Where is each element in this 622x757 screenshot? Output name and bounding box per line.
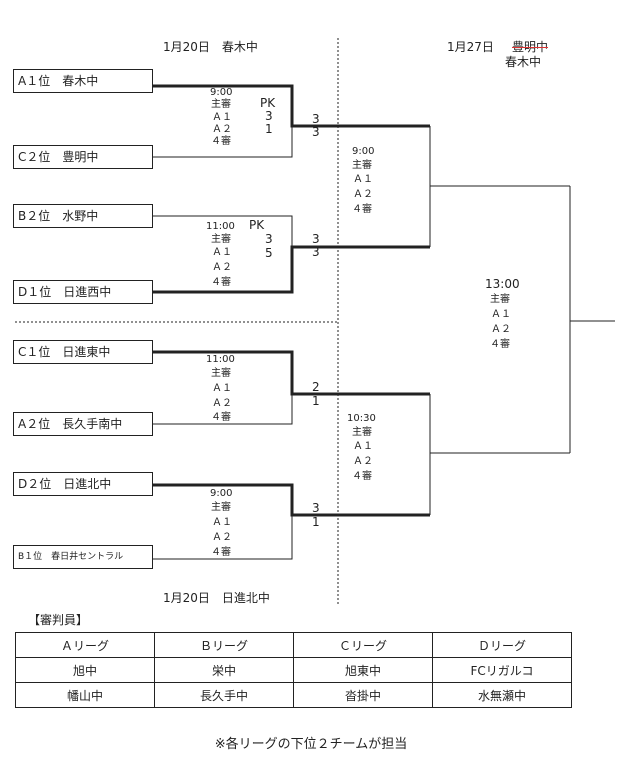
m2-score-d1: 3 xyxy=(312,245,320,259)
table-cell: 沓掛中 xyxy=(293,682,433,708)
table-cell: 水無瀬中 xyxy=(432,682,572,708)
m1-pk-a1: 3 xyxy=(265,109,273,123)
semi1-ref-a1: Ａ１ xyxy=(353,174,373,185)
m2-loser-line xyxy=(153,215,293,247)
team-d2: D２位 日進北中 xyxy=(13,472,153,496)
table-cell: 長久手中 xyxy=(154,682,294,708)
m1-ref-main: 主審 xyxy=(211,97,231,110)
table-cell: 旭中 xyxy=(15,657,155,683)
m3-ref-a2: Ａ２ xyxy=(212,398,232,409)
header-right-top-struck-venue: 豊明中 xyxy=(512,40,549,54)
header-left-top: 1月20日 春木中 xyxy=(163,40,258,54)
team-c1: C１位 日進東中 xyxy=(13,340,153,364)
footnote: ※各リーグの下位２チームが担当 xyxy=(214,737,408,752)
semi2-time: 10:30 xyxy=(347,413,376,424)
m1-ref-a2: Ａ２ xyxy=(212,124,232,135)
semi1-time: 9:00 xyxy=(352,146,374,157)
referees-table: Ａリーグ Ｂリーグ Ｃリーグ Ｄリーグ 旭中 栄中 旭東中 FCリガルコ 幡山中… xyxy=(15,632,572,708)
header-right-top-date: 1月27日 xyxy=(447,40,494,54)
table-cell: 旭東中 xyxy=(293,657,433,683)
m2-ref-4th: ４審 xyxy=(211,275,231,288)
m1-loser-line xyxy=(153,126,293,158)
league-c-header: Ｃリーグ xyxy=(293,632,433,658)
m4-score-d2: 3 xyxy=(312,501,320,515)
tournament-bracket: 9:00 主審 Ａ１ Ａ２ ４審 PK 3 1 3 3 11:00 主審 Ａ１ … xyxy=(15,38,615,605)
m1-pk-c2: 1 xyxy=(265,122,273,136)
team-c2: C２位 豊明中 xyxy=(13,145,153,169)
league-a-header: Ａリーグ xyxy=(15,632,155,658)
m4-ref-a1: Ａ１ xyxy=(212,517,232,528)
table-cell: 幡山中 xyxy=(15,682,155,708)
table-row: 幡山中 長久手中 沓掛中 水無瀬中 xyxy=(15,682,572,708)
team-a2: A２位 長久手南中 xyxy=(13,412,153,436)
m1-score-c2: 3 xyxy=(312,125,320,139)
semi2-ref-a1: Ａ１ xyxy=(353,441,373,452)
m2-pk-b2: 3 xyxy=(265,232,273,246)
m2-winner-line xyxy=(153,245,430,294)
table-cell: 栄中 xyxy=(154,657,294,683)
m4-ref-4th: ４審 xyxy=(211,545,231,558)
team-a1: A１位 春木中 xyxy=(13,69,153,93)
m4-ref-a2: Ａ２ xyxy=(212,532,232,543)
semi2-ref-4th: ４審 xyxy=(352,469,372,482)
semi1-ref-a2: Ａ２ xyxy=(353,189,373,200)
m3-time: 11:00 xyxy=(206,354,235,365)
final-time: 13:00 xyxy=(485,277,520,291)
league-b-header: Ｂリーグ xyxy=(154,632,294,658)
m3-ref-a1: Ａ１ xyxy=(212,383,232,394)
semi2-ref-a2: Ａ２ xyxy=(353,456,373,467)
final-ref-a2: Ａ２ xyxy=(491,324,511,335)
final-ref-4th: ４審 xyxy=(490,337,510,350)
m2-ref-main: 主審 xyxy=(211,232,231,245)
semi2-ref-main: 主審 xyxy=(352,425,372,438)
m2-score-b2: 3 xyxy=(312,232,320,246)
m2-time: 11:00 xyxy=(206,221,235,232)
m1-score-a1: 3 xyxy=(312,112,320,126)
m2-ref-a1: Ａ１ xyxy=(212,247,232,258)
m3-ref-4th: ４審 xyxy=(211,410,231,423)
final-ref-a1: Ａ１ xyxy=(491,309,511,320)
m4-loser-line xyxy=(153,515,293,560)
m3-score-a2: 1 xyxy=(312,394,320,408)
semi1-ref-main: 主審 xyxy=(352,158,372,171)
team-d1: D１位 日進西中 xyxy=(13,280,153,304)
m2-ref-a2: Ａ２ xyxy=(212,262,232,273)
m3-loser-line xyxy=(153,394,293,425)
m1-time: 9:00 xyxy=(210,87,232,98)
team-b2: B２位 水野中 xyxy=(13,204,153,228)
referees-header-row: Ａリーグ Ｂリーグ Ｃリーグ Ｄリーグ xyxy=(15,632,572,658)
m1-ref-a1: Ａ１ xyxy=(212,112,232,123)
team-b1: B１位 春日井セントラル xyxy=(13,545,153,569)
table-cell: FCリガルコ xyxy=(432,657,572,683)
header-right-top-venue: 春木中 xyxy=(505,55,542,69)
m3-ref-main: 主審 xyxy=(211,366,231,379)
m4-winner-line xyxy=(153,483,430,517)
m3-score-c1: 2 xyxy=(312,380,320,394)
m3-winner-line xyxy=(153,350,430,396)
table-row: 旭中 栄中 旭東中 FCリガルコ xyxy=(15,657,572,683)
header-left-bottom: 1月20日 日進北中 xyxy=(163,591,270,605)
m1-winner-line xyxy=(153,84,430,128)
m4-score-b1: 1 xyxy=(312,515,320,529)
m2-pk-d1: 5 xyxy=(265,246,273,260)
m1-ref-4th: ４審 xyxy=(211,134,231,147)
referees-title: 【審判員】 xyxy=(28,613,89,627)
final-ref-main: 主審 xyxy=(490,292,510,305)
semi1-ref-4th: ４審 xyxy=(352,202,372,215)
league-d-header: Ｄリーグ xyxy=(432,632,572,658)
m2-pk-label: PK xyxy=(249,218,265,232)
m4-time: 9:00 xyxy=(210,488,232,499)
m1-pk-label: PK xyxy=(260,96,276,110)
m4-ref-main: 主審 xyxy=(211,500,231,513)
